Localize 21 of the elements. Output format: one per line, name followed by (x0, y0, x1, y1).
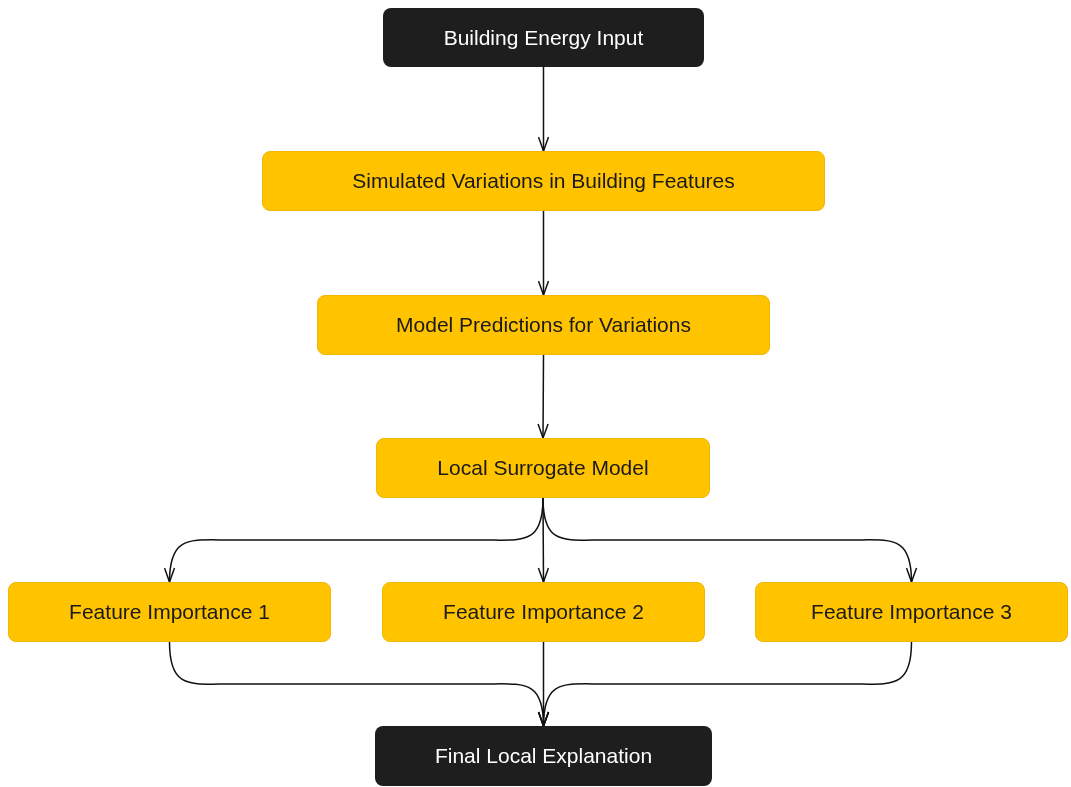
node-label: Local Surrogate Model (437, 456, 649, 480)
arrow (538, 641, 913, 727)
arrow (537, 210, 550, 296)
node-label: Building Energy Input (443, 25, 644, 50)
process-box (376, 438, 710, 498)
arrow (537, 354, 549, 439)
process-box (755, 582, 1068, 642)
process-box (317, 295, 770, 355)
node-label: Final Local Explanation (434, 744, 653, 768)
node-label: Model Predictions for Variations (396, 313, 691, 337)
arrow (537, 66, 550, 152)
node-label: Feature Importance 3 (811, 600, 1012, 624)
node-label: Feature Importance 2 (443, 600, 644, 624)
node-label: Feature Importance 1 (69, 600, 270, 624)
process-box (262, 151, 825, 211)
node-label: Simulated Variations in Building Features (352, 169, 735, 193)
process-box (8, 582, 331, 642)
process-box (382, 582, 705, 642)
terminal-box (383, 8, 704, 67)
terminal-box (375, 726, 712, 786)
arrow (542, 497, 917, 583)
